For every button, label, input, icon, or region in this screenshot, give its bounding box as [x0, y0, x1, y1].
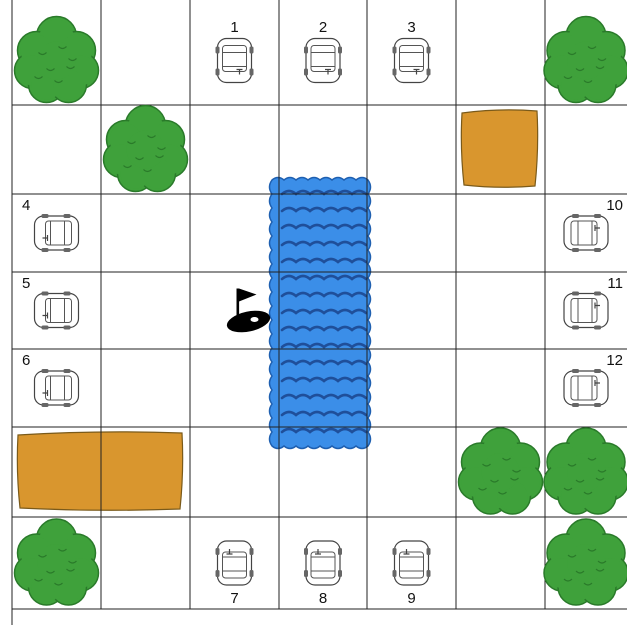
tree-icon — [15, 519, 99, 605]
golf-flag-icon — [225, 289, 272, 336]
car-icon — [393, 39, 431, 83]
car-icon — [35, 292, 79, 330]
tree-icon — [544, 428, 627, 514]
car-icon — [216, 39, 254, 83]
car-number-label: 6 — [22, 352, 30, 369]
car-number-label: 8 — [319, 590, 327, 607]
water-hazard — [270, 178, 371, 449]
car-number-label: 5 — [22, 275, 30, 292]
car-icon — [393, 541, 431, 585]
car-icon — [216, 541, 254, 585]
car-icon — [304, 541, 342, 585]
car-number-label: 11 — [607, 275, 623, 292]
car-number-label: 9 — [407, 590, 415, 607]
car-icon — [35, 369, 79, 407]
tree-icon — [544, 519, 627, 605]
car-number-label: 3 — [407, 19, 415, 36]
tree-icon — [15, 17, 99, 103]
car-number-label: 1 — [230, 19, 238, 36]
car-icon — [564, 369, 608, 407]
car-number-label: 4 — [22, 197, 30, 214]
car-number-label: 12 — [606, 352, 623, 369]
car-icon — [564, 214, 608, 252]
tree-icon — [544, 17, 627, 103]
sand-trap — [461, 110, 537, 187]
sand-trap — [17, 432, 182, 510]
car-icon — [564, 292, 608, 330]
tree-icon — [459, 428, 543, 514]
car-icon — [35, 214, 79, 252]
car-icon — [304, 39, 342, 83]
car-number-label: 7 — [230, 590, 238, 607]
tree-icon — [104, 106, 188, 192]
car-number-label: 2 — [319, 19, 327, 36]
car-number-label: 10 — [606, 197, 623, 214]
hazards-layer — [17, 110, 537, 510]
